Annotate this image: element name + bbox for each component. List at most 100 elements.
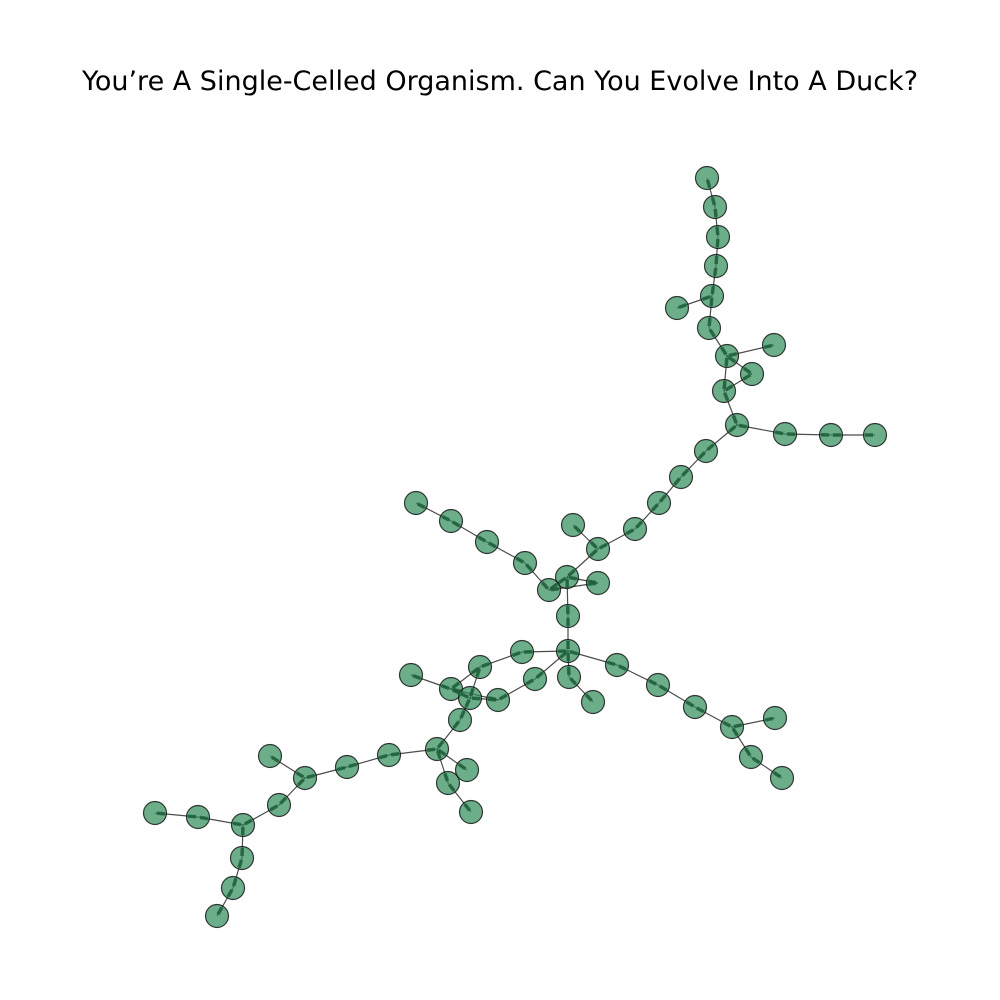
graph-node: [403, 490, 429, 516]
edge-arrowhead: [412, 674, 422, 680]
edge-arrowhead: [681, 468, 690, 477]
edge-arrowhead: [187, 814, 197, 819]
edge-arrowhead: [441, 514, 451, 522]
edge-arrowhead: [463, 803, 472, 812]
edge-arrowhead: [269, 804, 279, 812]
edge-arrowhead: [650, 503, 659, 512]
graph-node: [555, 603, 581, 629]
graph-node: [761, 332, 787, 358]
edge-arrowhead: [625, 528, 635, 536]
edge-arrowhead: [774, 430, 784, 436]
graph-node: [292, 765, 318, 791]
edge-arrowhead: [426, 747, 436, 752]
edge-arrowhead: [156, 811, 166, 816]
edge-arrowhead: [559, 650, 568, 659]
edge-arrowhead: [714, 255, 719, 265]
graph-node: [220, 875, 246, 901]
edge-arrowhead: [618, 664, 627, 671]
graph-node: [585, 570, 611, 596]
edge-arrowhead: [678, 303, 688, 310]
edge-arrowhead: [728, 352, 738, 358]
edge-arrowhead: [606, 660, 616, 667]
edge-arrowhead: [706, 443, 715, 452]
graph-node: [694, 165, 720, 191]
graph-node: [705, 224, 731, 250]
edge-arrowhead: [535, 671, 544, 680]
edge-arrowhead: [727, 355, 737, 364]
edge-arrowhead: [199, 815, 209, 821]
edge-arrowhead: [569, 677, 578, 686]
graph-node: [457, 685, 483, 711]
graph-node: [693, 438, 719, 464]
edge-arrowhead: [416, 502, 426, 510]
edge-arrowhead: [569, 649, 579, 656]
graph-node: [711, 378, 737, 404]
graph-node: [580, 689, 606, 715]
edge-arrowhead: [635, 520, 644, 529]
edge-arrowhead: [525, 563, 533, 572]
graph-node: [438, 508, 464, 534]
edge-arrowhead: [701, 294, 711, 301]
edge-arrowhead: [722, 380, 727, 390]
edge-arrowhead: [237, 859, 244, 869]
edge-arrowhead: [557, 576, 567, 585]
edge-arrowhead: [437, 748, 447, 757]
edge-arrowhead: [452, 687, 462, 693]
graph-node: [509, 639, 535, 665]
edge-arrowhead: [733, 723, 743, 729]
graph-node: [719, 714, 745, 740]
edge-arrowhead: [436, 740, 445, 749]
edge-arrowhead: [568, 575, 578, 581]
edge-arrowhead: [724, 384, 734, 392]
edge-arrowhead: [471, 696, 481, 701]
edge-arrowhead: [460, 692, 469, 699]
graph-node: [474, 529, 500, 555]
graph-node: [512, 550, 538, 576]
arrowhead-layer: [156, 179, 873, 916]
edge-arrowhead: [763, 343, 773, 349]
edge-arrowhead: [550, 586, 560, 592]
edge-arrowhead: [567, 568, 576, 577]
edge-arrowhead: [498, 693, 508, 701]
graph-node: [204, 903, 230, 929]
edge-arrowhead: [724, 357, 729, 367]
graph-node: [699, 283, 725, 309]
edge-arrowhead: [589, 549, 598, 558]
edge-arrowhead: [443, 772, 450, 782]
graph-node: [485, 687, 511, 713]
edge-arrowhead: [243, 818, 253, 826]
edge-arrowhead: [541, 581, 549, 590]
graph-node: [622, 516, 648, 542]
graph-node: [230, 812, 256, 838]
graph-node: [447, 707, 473, 733]
edge-arrowhead: [452, 720, 461, 729]
graph-node: [703, 253, 729, 279]
graph-node: [334, 754, 360, 780]
edge-arrowhead: [336, 765, 346, 772]
graph-node: [560, 512, 586, 538]
edge-arrowhead: [707, 317, 712, 327]
edge-arrowhead: [475, 668, 482, 678]
graph-node: [604, 652, 630, 678]
edge-arrowhead: [742, 373, 752, 381]
edge-arrowhead: [440, 684, 450, 690]
edge-arrowhead: [722, 720, 732, 728]
edge-arrowhead: [658, 494, 667, 503]
graph-node: [398, 662, 424, 688]
edge-arrowhead: [658, 684, 668, 692]
edge-arrowhead: [695, 706, 705, 714]
graph-node: [458, 799, 484, 825]
graph-node: [376, 742, 402, 768]
edge-arrowhead: [697, 451, 706, 460]
edge-arrowhead: [487, 541, 497, 549]
edge-arrowhead: [673, 477, 682, 486]
edge-arrowhead: [435, 750, 442, 760]
edge-arrowhead: [511, 651, 521, 658]
graph-node: [522, 666, 548, 692]
edge-arrowhead: [296, 778, 305, 787]
edge-arrowhead: [744, 747, 752, 757]
edge-layer: [154, 177, 875, 917]
edge-arrowhead: [710, 285, 716, 295]
edge-arrowhead: [772, 770, 782, 779]
